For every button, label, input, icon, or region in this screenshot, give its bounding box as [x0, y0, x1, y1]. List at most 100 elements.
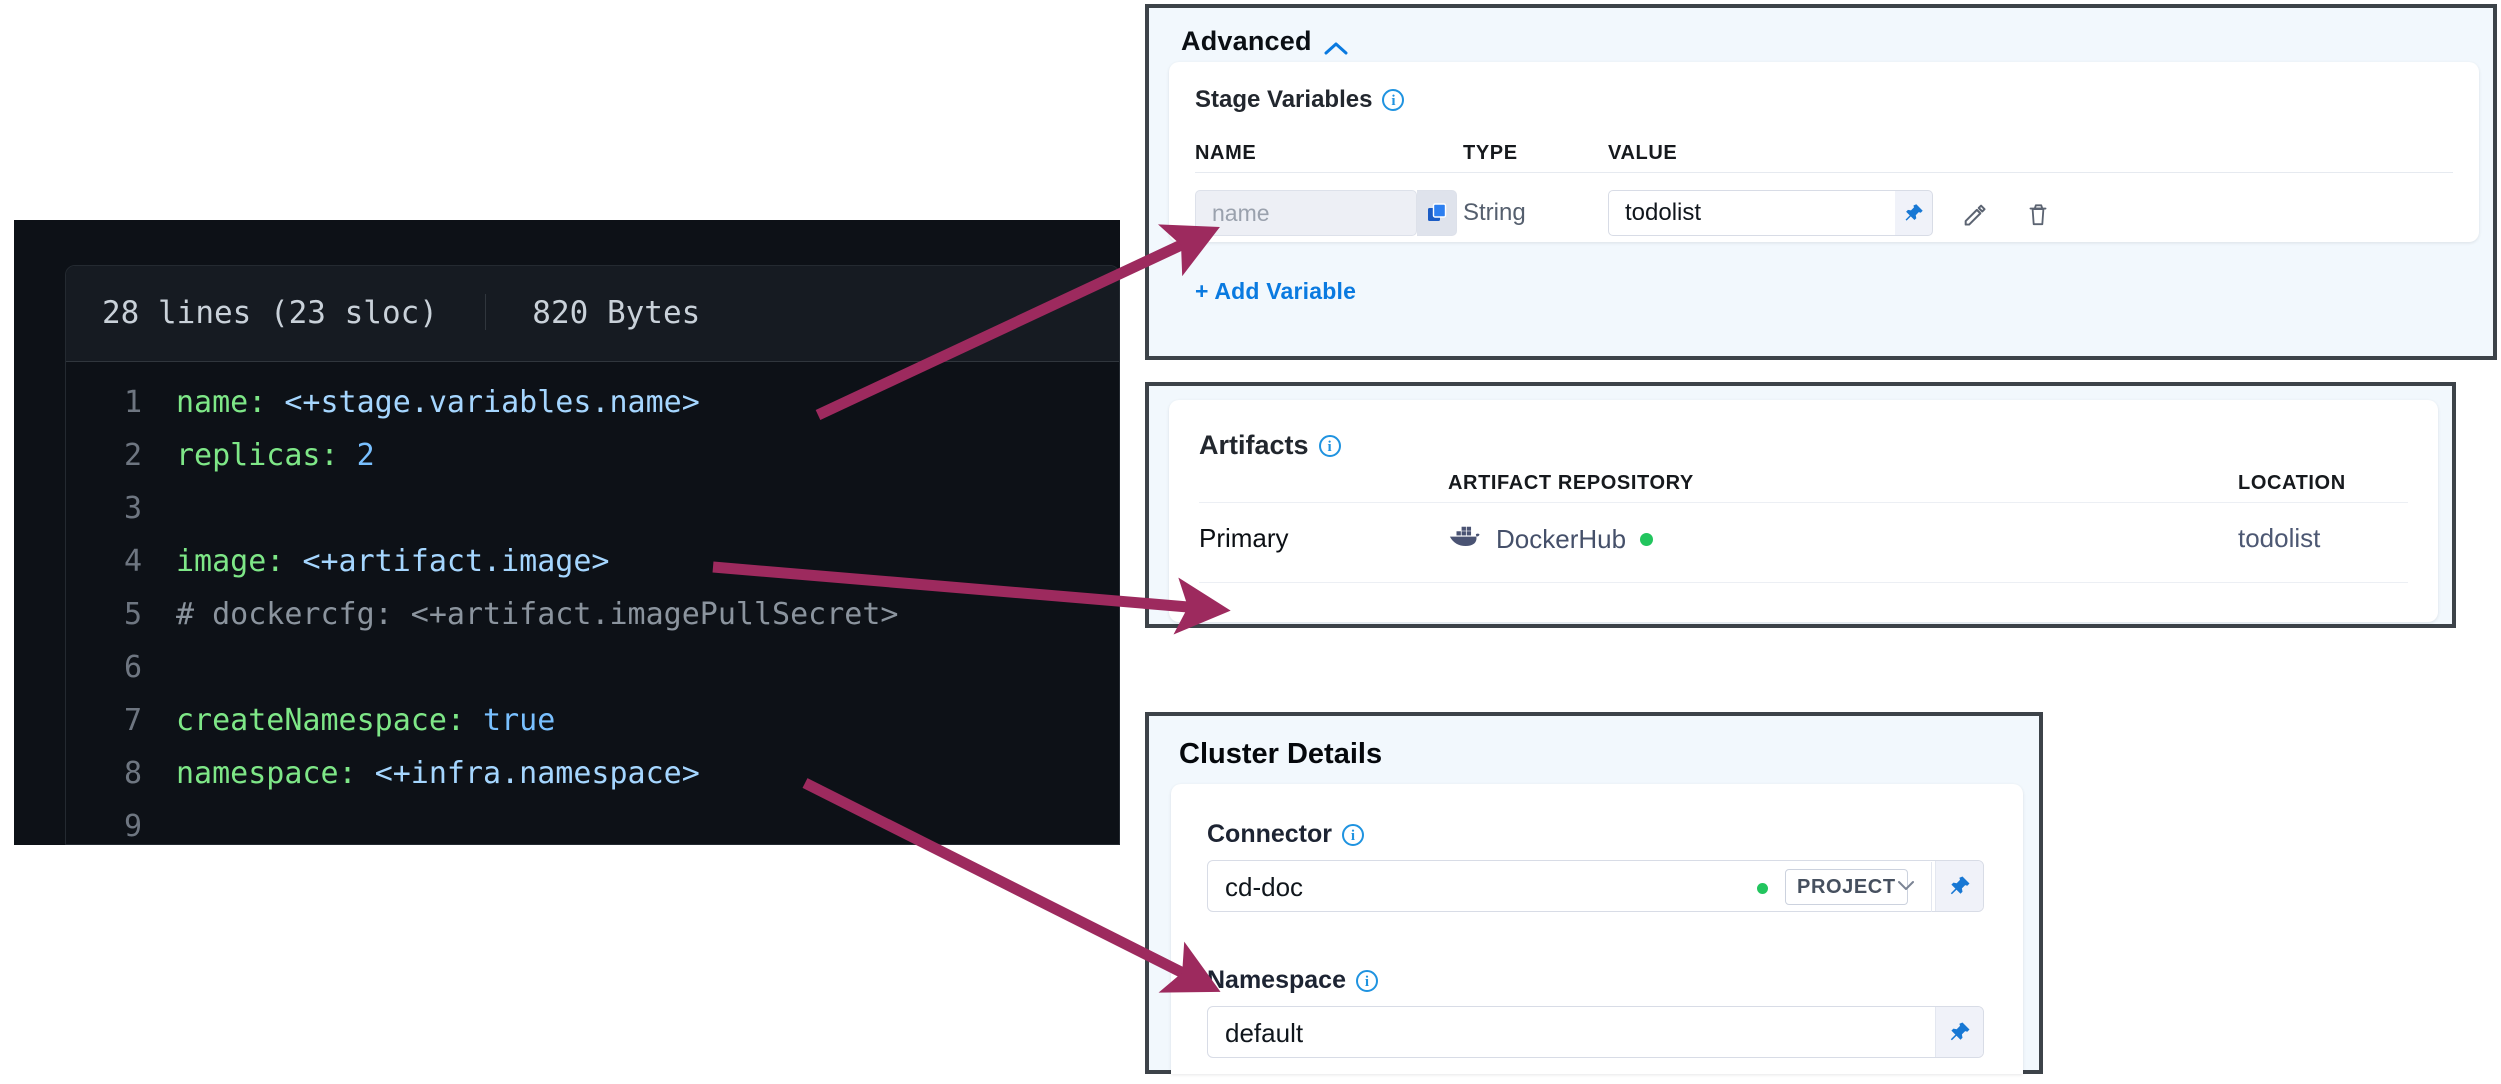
code-token — [284, 544, 302, 579]
artifact-location-value: todolist — [2238, 523, 2321, 553]
code-line: 8 namespace: <+infra.namespace> — [66, 747, 1119, 800]
code-file-card: 28 lines (23 sloc) 820 Bytes 1 name: <+st… — [65, 265, 1120, 845]
connector-value: cd-doc — [1225, 872, 1304, 902]
column-header-name: NAME — [1195, 142, 1257, 164]
status-dot-connected — [1757, 883, 1768, 894]
copy-icon[interactable] — [1417, 190, 1457, 236]
field-divider — [1931, 862, 1932, 912]
code-line-content: createNamespace: true — [176, 703, 555, 738]
code-line-content: namespace: <+infra.namespace> — [176, 756, 700, 791]
code-line: 5 # dockercfg: <+artifact.imagePullSecret… — [66, 588, 1119, 641]
code-token — [465, 703, 483, 738]
connector-label: Connector — [1207, 820, 1332, 848]
info-icon[interactable]: i — [1342, 823, 1364, 846]
code-token — [357, 756, 375, 791]
code-token: name: — [176, 385, 267, 420]
advanced-section-header[interactable]: Advanced — [1181, 26, 1348, 57]
code-viewer-panel: 28 lines (23 sloc) 820 Bytes 1 name: <+st… — [14, 220, 1120, 845]
code-token: replicas: — [176, 438, 339, 473]
column-header-artifact-repository: ARTIFACT REPOSITORY — [1448, 472, 1694, 494]
info-icon[interactable]: i — [1318, 434, 1341, 457]
artifacts-section-panel: Artifacts i ARTIFACT REPOSITORY LOCATION… — [1145, 382, 2456, 628]
code-token — [266, 385, 284, 420]
stage-variables-card: Stage Variables i NAME TYPE VALUE name S… — [1169, 62, 2479, 304]
chevron-down-icon[interactable] — [1895, 877, 1917, 900]
variable-value-input[interactable]: todolist — [1608, 190, 1915, 236]
stage-variables-label-row: Stage Variables i — [1195, 86, 1405, 114]
stage-variables-label: Stage Variables — [1195, 86, 1373, 113]
connector-select[interactable]: cd-doc PROJECT — [1207, 860, 1984, 912]
trash-icon[interactable] — [2023, 200, 2053, 230]
variable-type-value: String — [1463, 199, 1526, 226]
file-line-count: 28 lines (23 sloc) — [102, 295, 438, 331]
line-number: 9 — [123, 809, 142, 844]
code-line-content: replicas: 2 — [176, 438, 375, 473]
variable-name-input[interactable]: name — [1195, 190, 1417, 236]
line-number: 2 — [123, 438, 142, 473]
column-header-location: LOCATION — [2238, 472, 2346, 494]
code-token: 2 — [356, 438, 375, 473]
namespace-label: Namespace — [1207, 966, 1346, 994]
advanced-section-panel: Advanced Stage Variables i NAME TYPE VAL… — [1145, 4, 2497, 360]
line-number: 3 — [123, 491, 142, 526]
line-number: 1 — [123, 385, 142, 420]
code-token — [339, 438, 357, 473]
code-line: 3 — [66, 482, 1119, 535]
code-token: createNamespace: — [176, 703, 465, 738]
artifacts-card: Artifacts i ARTIFACT REPOSITORY LOCATION… — [1169, 400, 2438, 622]
line-number: 7 — [123, 703, 142, 738]
column-header-type: TYPE — [1463, 142, 1518, 164]
cluster-details-card: Connector i cd-doc PROJECT Namespace i — [1171, 784, 2023, 1074]
pin-icon[interactable] — [1935, 1007, 1983, 1057]
artifact-repository-name: DockerHub — [1496, 524, 1627, 554]
namespace-label-row: Namespace i — [1207, 966, 1378, 995]
file-size: 820 Bytes — [532, 295, 701, 331]
code-token: <+artifact.image> — [302, 544, 610, 579]
cluster-details-panel: Cluster Details Connector i cd-doc PROJE… — [1145, 712, 2043, 1074]
code-line-content: name: <+stage.variables.name> — [176, 385, 700, 420]
table-divider — [1195, 172, 2453, 173]
info-icon[interactable]: i — [1355, 969, 1378, 992]
artifacts-label: Artifacts — [1199, 430, 1309, 460]
artifacts-label-row: Artifacts i — [1199, 430, 1341, 461]
file-meta-bar: 28 lines (23 sloc) 820 Bytes — [66, 266, 1119, 362]
code-line: 9 — [66, 800, 1119, 844]
pin-icon[interactable] — [1935, 861, 1983, 911]
code-line-content: # dockercfg: <+artifact.imagePullSecret> — [176, 597, 898, 632]
namespace-value: default — [1225, 1018, 1304, 1048]
cluster-details-title: Cluster Details — [1179, 738, 1383, 770]
pin-icon[interactable] — [1895, 190, 1933, 236]
artifact-repository-cell[interactable]: DockerHub — [1448, 523, 1654, 556]
namespace-input[interactable]: default — [1207, 1006, 1984, 1058]
status-dot-connected — [1640, 533, 1654, 546]
line-number: 8 — [123, 756, 142, 791]
table-row: name String todolist — [1195, 190, 2457, 240]
code-token: <+stage.variables.name> — [284, 385, 700, 420]
scope-badge: PROJECT — [1785, 869, 1908, 905]
docker-whale-icon — [1448, 523, 1482, 556]
code-token: namespace: — [176, 756, 357, 791]
table-divider — [1199, 582, 2408, 583]
table-divider — [1199, 502, 2408, 503]
connector-label-row: Connector i — [1207, 820, 1364, 849]
code-line: 6 — [66, 641, 1119, 694]
code-line-content: image: <+artifact.image> — [176, 544, 609, 579]
code-token: image: — [176, 544, 285, 579]
artifact-type-label: Primary — [1199, 523, 1289, 553]
meta-divider — [484, 294, 486, 330]
code-token: # dockercfg: <+artifact.imagePullSecret> — [176, 597, 899, 632]
code-token: true — [483, 703, 556, 738]
code-line: 7 createNamespace: true — [66, 694, 1119, 747]
info-icon[interactable]: i — [1382, 89, 1405, 111]
code-token: <+infra.namespace> — [374, 756, 700, 791]
pencil-icon[interactable] — [1960, 200, 1990, 230]
add-variable-button[interactable]: + Add Variable — [1195, 278, 1357, 304]
code-line: 1 name: <+stage.variables.name> — [66, 376, 1119, 429]
advanced-title: Advanced — [1181, 26, 1312, 56]
line-number: 5 — [123, 597, 142, 632]
line-number: 6 — [123, 650, 142, 685]
